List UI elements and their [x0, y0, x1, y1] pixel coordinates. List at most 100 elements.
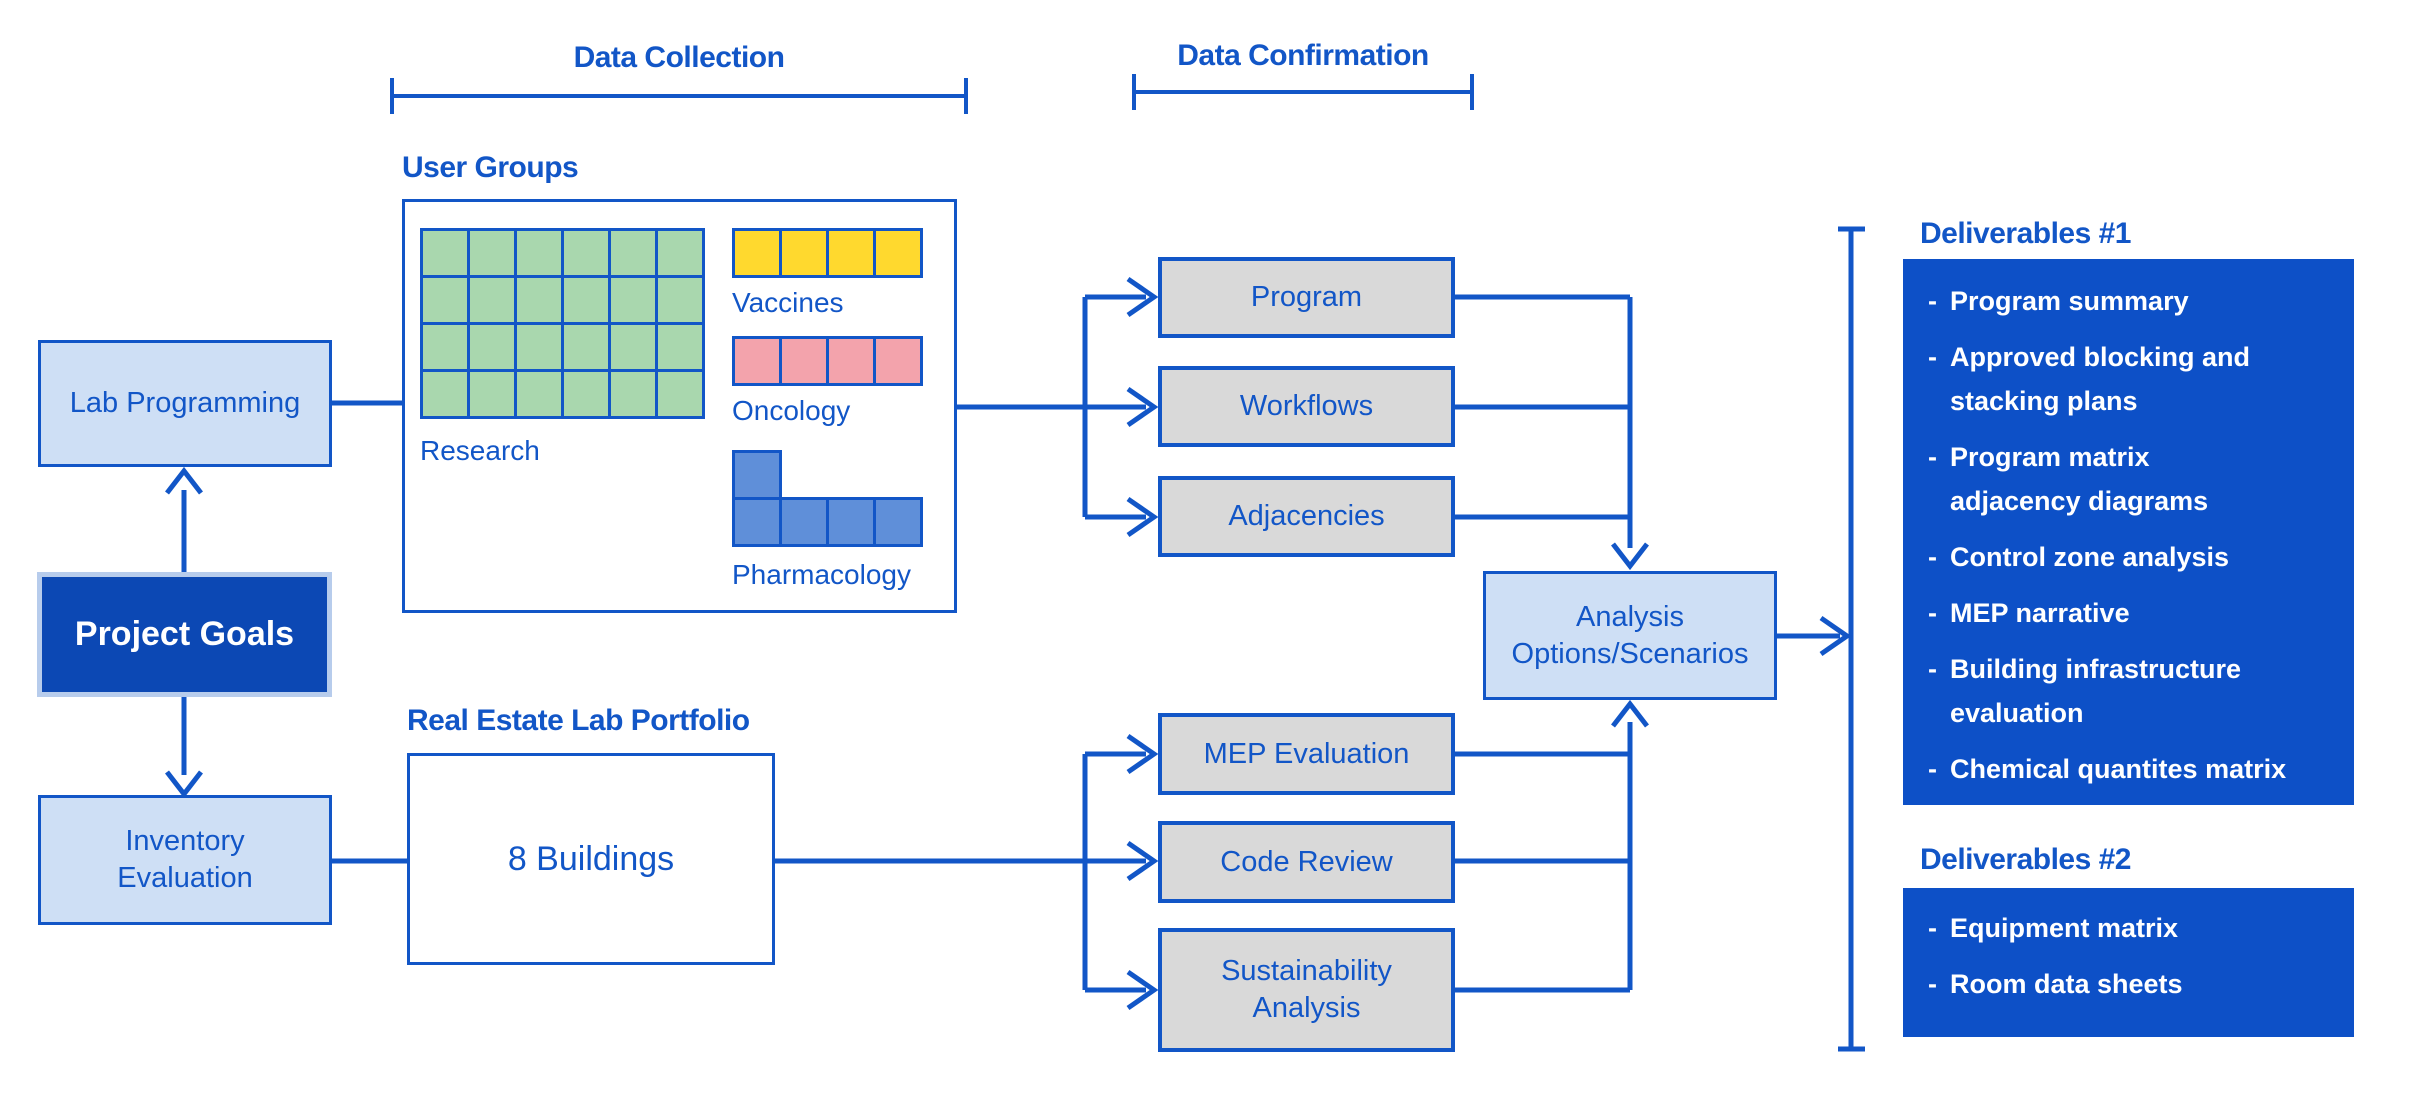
bullet-dash: -	[1928, 442, 1937, 472]
unit-cell	[826, 336, 876, 386]
inventory-evaluation-box: Inventory Evaluation	[38, 795, 332, 925]
arrowhead-into-analysis-top	[1611, 542, 1649, 571]
bullet-dash: -	[1928, 542, 1937, 572]
eight-buildings-label: 8 Buildings	[507, 839, 675, 878]
deliverable-item: - MEP narrative	[1928, 591, 2344, 635]
bullet-dash: -	[1928, 913, 1937, 943]
deliverable-item: - Equipment matrix	[1928, 906, 2344, 950]
eight-buildings-box: 8 Buildings	[407, 753, 775, 965]
arrowhead-mep	[1126, 733, 1159, 775]
unit-cell	[873, 497, 923, 547]
adjacencies-label: Adjacencies	[1228, 500, 1385, 532]
unit-cell	[779, 497, 829, 547]
bullet-dash: -	[1928, 342, 1937, 372]
program-label: Program	[1250, 281, 1363, 313]
analysis-options-label: Analysis Options/Scenarios	[1511, 600, 1749, 670]
mep-evaluation-box: MEP Evaluation	[1158, 713, 1455, 795]
lab-programming-box: Lab Programming	[38, 340, 332, 467]
code-review-box: Code Review	[1158, 821, 1455, 903]
unit-cell	[420, 369, 470, 419]
unit-cell	[561, 275, 611, 325]
deliverable-text: Control zone analysis	[1950, 542, 2230, 572]
mep-evaluation-label: MEP Evaluation	[1203, 737, 1410, 770]
arrow-goals-to-lab-head	[165, 466, 203, 495]
unit-cell	[608, 322, 658, 372]
arrowhead-sustainability	[1126, 969, 1159, 1011]
unit-cell	[420, 228, 470, 278]
workflows-box: Workflows	[1158, 366, 1455, 447]
unit-cell	[514, 369, 564, 419]
unit-cell	[655, 275, 705, 325]
unit-cell	[561, 369, 611, 419]
oncology-label: Oncology	[732, 395, 851, 426]
research-label: Research	[420, 435, 540, 466]
arrowhead-program	[1126, 276, 1159, 318]
deliverable-item: - Room data sheets	[1928, 962, 2344, 1006]
deliverable-text: Program summary	[1950, 286, 2189, 316]
deliverable-item: - Program summary	[1928, 279, 2344, 323]
real-estate-portfolio-title: Real Estate Lab Portfolio	[407, 704, 750, 737]
inventory-evaluation-label: Inventory Evaluation	[117, 825, 253, 894]
pharmacology-grid	[732, 450, 923, 547]
unit-cell	[467, 322, 517, 372]
user-groups-box: Research Vaccines Oncology Pharmacology	[402, 199, 957, 613]
sustainability-analysis-box: Sustainability Analysis	[1158, 928, 1455, 1052]
deliverable-item: - Control zone analysis	[1928, 535, 2344, 579]
deliverable-text: MEP narrative	[1950, 598, 2130, 628]
data-collection-header: Data Collection	[573, 41, 785, 74]
arrowhead-into-bracket	[1819, 615, 1852, 657]
unit-cell	[514, 322, 564, 372]
unit-cell	[826, 497, 876, 547]
bullet-dash: -	[1928, 286, 1937, 316]
unit-cell	[655, 322, 705, 372]
deliverables-1-title: Deliverables #1	[1920, 217, 2131, 250]
unit-cell	[873, 336, 923, 386]
pharmacology-label: Pharmacology	[732, 559, 911, 590]
arrowhead-into-analysis-bottom	[1611, 699, 1649, 728]
unit-cell	[655, 369, 705, 419]
workflows-label: Workflows	[1239, 390, 1374, 422]
unit-cell	[655, 228, 705, 278]
unit-cell	[514, 228, 564, 278]
unit-cell	[732, 450, 782, 500]
deliverable-text: Room data sheets	[1950, 969, 2183, 999]
user-groups-title: User Groups	[402, 151, 579, 184]
oncology-grid	[732, 336, 923, 386]
deliverable-text: Approved blocking and stacking plans	[1950, 342, 2251, 416]
arrowhead-workflows	[1126, 386, 1159, 428]
unit-cell	[467, 228, 517, 278]
unit-cell	[514, 275, 564, 325]
lab-programming-label: Lab Programming	[69, 387, 301, 419]
vaccines-grid	[732, 228, 923, 278]
unit-cell	[732, 336, 782, 386]
deliverable-item: - Approved blocking and stacking plans	[1928, 335, 2344, 423]
unit-cell	[779, 336, 829, 386]
deliverable-text: Equipment matrix	[1950, 913, 2179, 943]
adjacencies-box: Adjacencies	[1158, 476, 1455, 557]
vaccines-label: Vaccines	[732, 287, 844, 318]
bullet-dash: -	[1928, 969, 1937, 999]
bullet-dash: -	[1928, 754, 1937, 784]
unit-cell	[561, 228, 611, 278]
unit-cell	[732, 497, 782, 547]
deliverables-2-box: - Equipment matrix - Room data sheets	[1903, 888, 2354, 1037]
deliverable-item: - Chemical quantites matrix	[1928, 747, 2344, 791]
unit-cell	[779, 228, 829, 278]
data-confirmation-header: Data Confirmation	[1177, 39, 1429, 72]
bullet-dash: -	[1928, 598, 1937, 628]
analysis-options-box: Analysis Options/Scenarios	[1483, 571, 1777, 700]
unit-cell	[732, 228, 782, 278]
unit-cell	[608, 228, 658, 278]
unit-cell	[608, 275, 658, 325]
project-goals-label: Project Goals	[74, 615, 295, 653]
unit-cell	[467, 275, 517, 325]
project-goals-box: Project Goals	[37, 572, 332, 697]
deliverables-2-title: Deliverables #2	[1920, 843, 2131, 876]
unit-cell	[420, 322, 470, 372]
arrowhead-codereview	[1126, 840, 1159, 882]
unit-cell	[826, 228, 876, 278]
code-review-label: Code Review	[1220, 845, 1393, 878]
sustainability-analysis-label: Sustainability Analysis	[1221, 955, 1392, 1024]
